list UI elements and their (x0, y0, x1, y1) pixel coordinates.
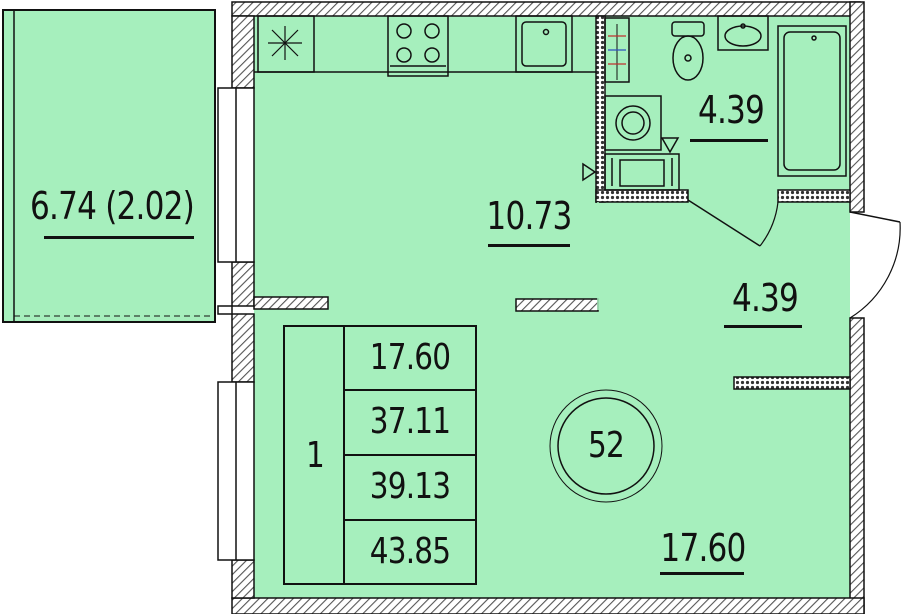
hallway-area-label: 4.39 (731, 276, 799, 320)
wall-left-3 (231, 313, 255, 383)
bathroom-door (687, 199, 779, 247)
wall-left-2 (231, 261, 255, 307)
bathroom-area-underline (690, 139, 768, 142)
bath-wall-bottom-right (777, 189, 851, 203)
bathroom-area-label: 4.39 (697, 88, 765, 132)
summary-total-area: 37.11 (369, 401, 451, 442)
partition-kitchen-left (253, 296, 329, 310)
wall-top (231, 1, 861, 17)
balcony-area-label: 6.74 (2.02) (30, 184, 195, 228)
area-summary-table (283, 325, 477, 585)
kitchen-sink-icon (515, 15, 573, 73)
heated-rail (582, 137, 680, 191)
boiler-icon (604, 17, 630, 83)
wall-right-lower (849, 317, 865, 614)
bathroom-fixtures (582, 15, 847, 191)
entry-door (849, 211, 901, 319)
windows (217, 87, 255, 561)
partition-hall (733, 376, 851, 390)
living-room-area-label: 17.60 (660, 526, 746, 570)
living-room-area-underline (660, 572, 744, 575)
rooms-count: 1 (306, 435, 325, 476)
balcony-area-underline (44, 236, 194, 239)
apartment-number: 52 (588, 425, 625, 466)
wall-left-4 (231, 559, 255, 599)
hallway-area-underline (724, 325, 802, 328)
vent-icon (268, 26, 302, 60)
toilet-icon (671, 21, 705, 81)
summary-gross-area: 43.85 (369, 531, 451, 572)
wall-right-upper (849, 1, 865, 213)
partition-kitchen-right (515, 298, 599, 312)
kitchen-area-underline (488, 244, 570, 247)
bath-wall-left (595, 15, 606, 203)
exterior-walls (231, 1, 865, 614)
bathtub-icon (777, 25, 847, 177)
summary-total-with-balcony: 39.13 (369, 466, 451, 507)
summary-living-area: 17.60 (369, 337, 451, 378)
apartment-number-badge (549, 389, 663, 503)
kitchen-fixtures (254, 15, 596, 77)
wall-bottom (231, 597, 865, 614)
fridge (257, 15, 315, 73)
bath-wall-bottom-left (595, 189, 689, 203)
washing-machine-icon (604, 95, 662, 151)
washbasin-icon (717, 15, 769, 51)
stove-icon (387, 15, 449, 77)
balcony-outline (2, 9, 216, 323)
wall-left-1 (231, 15, 255, 89)
balcony-floor (3, 10, 215, 322)
wall-stub-left (217, 305, 233, 315)
interior-walls (253, 15, 851, 390)
kitchen-area-label: 10.73 (486, 194, 572, 238)
